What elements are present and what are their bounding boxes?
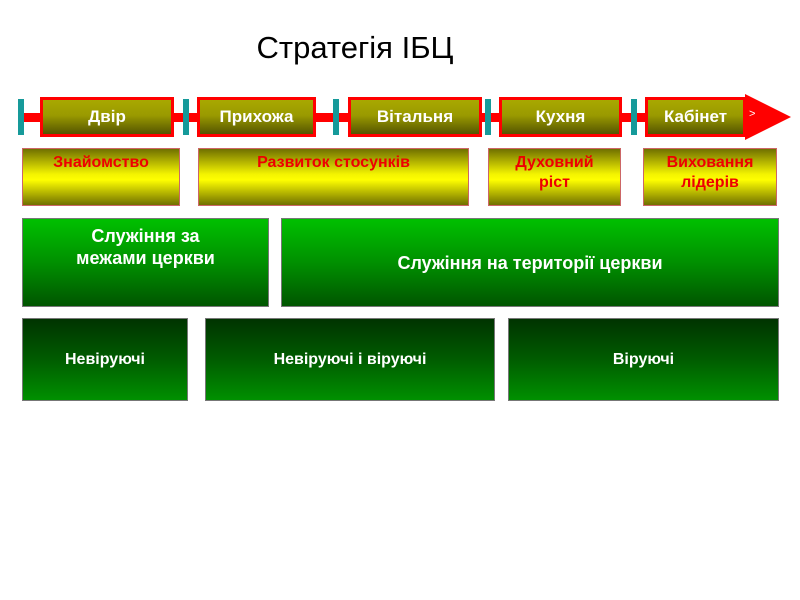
timeline-arrow-head-icon [745, 94, 791, 140]
page-title: Стратегія ІБЦ [256, 30, 454, 65]
timeline-tick [18, 99, 24, 135]
stage-dvir: Двір [40, 97, 174, 137]
arrow-marker: > [749, 108, 756, 120]
audience-believers: Віруючі [508, 318, 779, 401]
phase-relationship: Развиток стосунків [198, 148, 469, 206]
audience-mixed: Невіруючі і віруючі [205, 318, 495, 401]
stage-prykhozha: Прихожа [197, 97, 316, 137]
phase-spiritual-growth: Духовний ріст [488, 148, 621, 206]
timeline-tick [631, 99, 637, 135]
audience-unbelievers: Невіруючі [22, 318, 188, 401]
timeline-tick [485, 99, 491, 135]
timeline-tick [333, 99, 339, 135]
stage-kukhnia: Кухня [499, 97, 622, 137]
stage-kabinet: Кабінет [645, 97, 746, 137]
service-inside-church: Служіння на території церкви [281, 218, 779, 307]
phase-acquaintance: Знайомство [22, 148, 180, 206]
timeline-tick [183, 99, 189, 135]
phase-leader-training: Виховання лідерів [643, 148, 777, 206]
stage-vitalnia: Вітальня [348, 97, 482, 137]
service-outside-church: Служіння за межами церкви [22, 218, 269, 307]
